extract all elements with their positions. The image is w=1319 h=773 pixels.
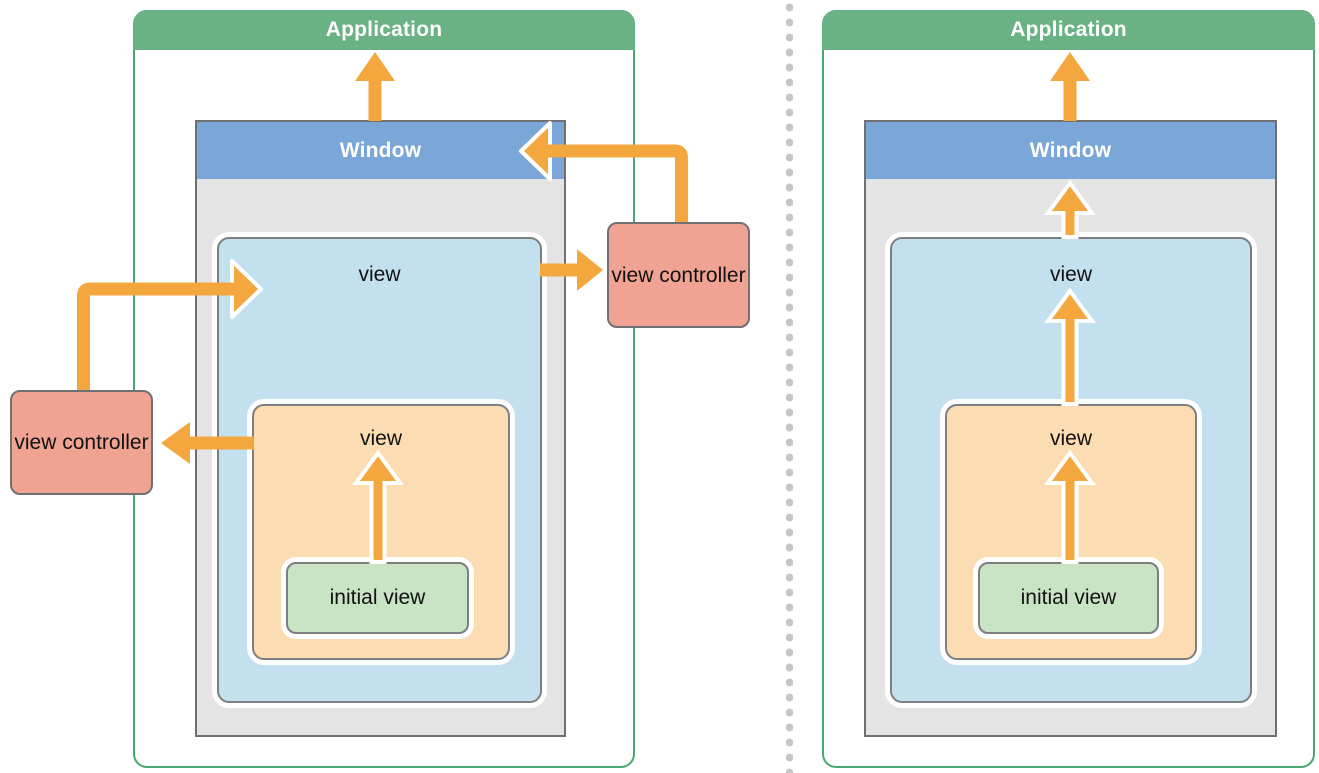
application-label: Application: [1010, 18, 1127, 41]
application-header: Application: [133, 10, 635, 50]
initial-view-label: initial view: [329, 586, 426, 609]
outer-view-label: view: [1049, 263, 1092, 286]
view-controller-label: view controller: [611, 263, 746, 287]
left-initial-view: initial view: [286, 562, 469, 634]
right-initial-view: initial view: [978, 562, 1159, 634]
window-header: Window: [866, 122, 1275, 179]
dotted-divider-line: [786, 0, 793, 773]
view-controller-label: view controller: [14, 431, 149, 454]
view-controller-left: view controller: [10, 390, 153, 495]
outer-view-label: view: [358, 263, 401, 286]
inner-view-label: view: [359, 427, 402, 450]
view-controller-right: view controller: [607, 222, 750, 328]
window-header: Window: [197, 122, 564, 179]
window-label: Window: [1029, 138, 1112, 162]
initial-view-label: initial view: [1020, 586, 1117, 609]
application-header: Application: [822, 10, 1315, 50]
inner-view-label: view: [1049, 427, 1092, 450]
window-label: Window: [339, 138, 422, 162]
application-label: Application: [325, 18, 443, 41]
